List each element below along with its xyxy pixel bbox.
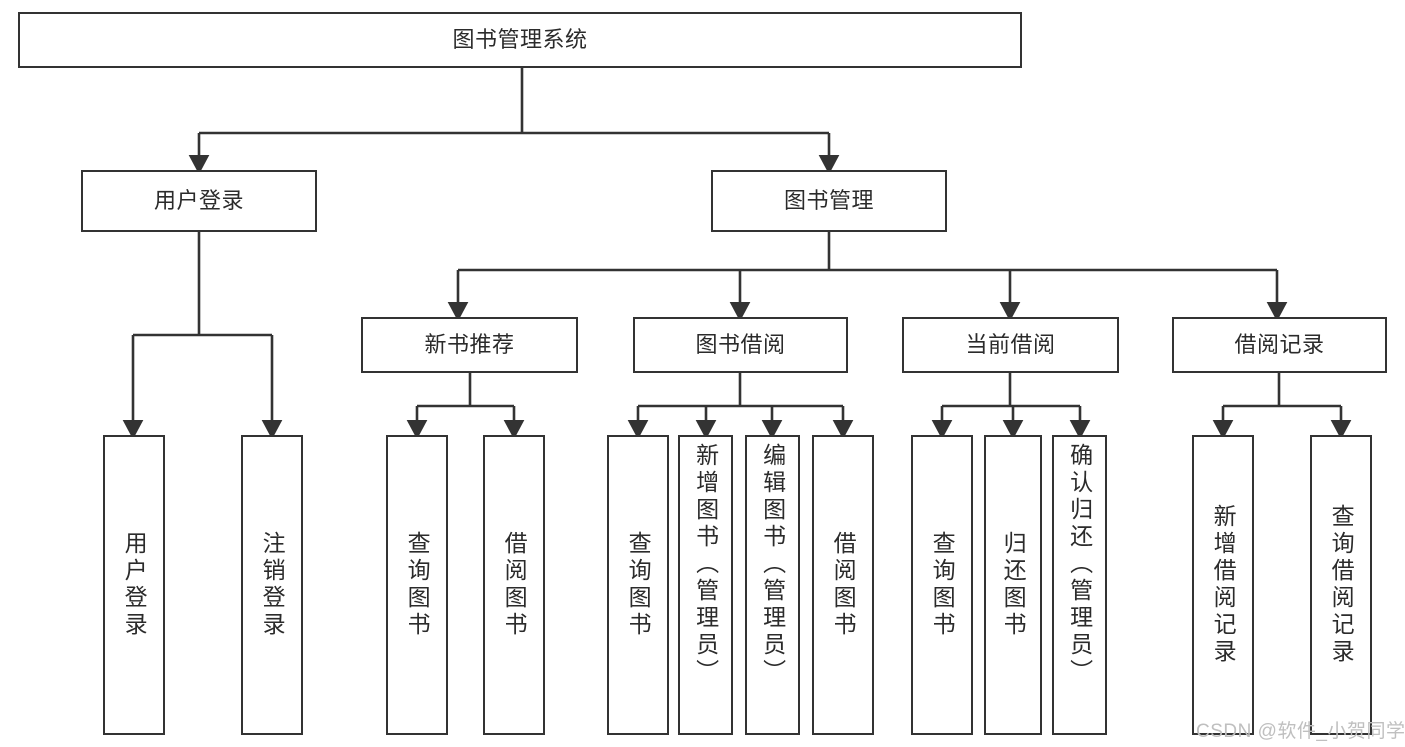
leaf-confirm-return-admin-label: 确认归还（管理员） [1066, 443, 1093, 686]
leaf-borrow-book-borrow-label: 借阅图书 [830, 531, 857, 639]
leaf-borrow-book-borrow[interactable]: 借阅图书 [812, 435, 874, 735]
leaf-query-book-borrow-label: 查询图书 [625, 531, 652, 639]
leaf-edit-book-admin[interactable]: 编辑图书（管理员） [745, 435, 800, 735]
node-root-label: 图书管理系统 [452, 27, 588, 53]
node-book-manage-label: 图书管理 [783, 188, 874, 214]
leaf-user-login[interactable]: 用户登录 [103, 435, 165, 735]
leaf-confirm-return-admin[interactable]: 确认归还（管理员） [1052, 435, 1107, 735]
leaf-query-book-borrow[interactable]: 查询图书 [607, 435, 669, 735]
node-current-borrow-label: 当前借阅 [965, 332, 1056, 358]
leaf-add-book-admin-label: 新增图书（管理员） [692, 443, 719, 686]
node-new-book-recommend[interactable]: 新书推荐 [361, 317, 578, 373]
leaf-query-book-current-label: 查询图书 [929, 531, 956, 639]
node-book-borrow[interactable]: 图书借阅 [633, 317, 848, 373]
node-user-login-label: 用户登录 [153, 188, 244, 214]
csdn-watermark: CSDN @软件_小贺同学 [1196, 721, 1405, 742]
leaf-user-login-label: 用户登录 [121, 531, 148, 639]
leaf-logout[interactable]: 注销登录 [241, 435, 303, 735]
node-new-book-recommend-label: 新书推荐 [424, 332, 515, 358]
leaf-query-book-rec[interactable]: 查询图书 [386, 435, 448, 735]
leaf-add-borrow-record-label: 新增借阅记录 [1210, 504, 1237, 666]
leaf-logout-label: 注销登录 [259, 531, 286, 639]
leaf-query-book-rec-label: 查询图书 [404, 531, 431, 639]
leaf-borrow-book-rec-label: 借阅图书 [501, 531, 528, 639]
leaf-add-borrow-record[interactable]: 新增借阅记录 [1192, 435, 1254, 735]
leaf-edit-book-admin-label: 编辑图书（管理员） [759, 443, 786, 686]
leaf-query-book-current[interactable]: 查询图书 [911, 435, 973, 735]
node-book-manage[interactable]: 图书管理 [711, 170, 947, 232]
leaf-query-borrow-record-label: 查询借阅记录 [1328, 504, 1355, 666]
node-book-borrow-label: 图书借阅 [695, 332, 786, 358]
leaf-query-borrow-record[interactable]: 查询借阅记录 [1310, 435, 1372, 735]
leaf-return-book-label: 归还图书 [1000, 531, 1027, 639]
leaf-add-book-admin[interactable]: 新增图书（管理员） [678, 435, 733, 735]
node-user-login[interactable]: 用户登录 [81, 170, 317, 232]
leaf-return-book[interactable]: 归还图书 [984, 435, 1042, 735]
node-borrow-record-label: 借阅记录 [1234, 332, 1325, 358]
node-current-borrow[interactable]: 当前借阅 [902, 317, 1119, 373]
leaf-borrow-book-rec[interactable]: 借阅图书 [483, 435, 545, 735]
node-borrow-record[interactable]: 借阅记录 [1172, 317, 1387, 373]
node-root[interactable]: 图书管理系统 [18, 12, 1022, 68]
